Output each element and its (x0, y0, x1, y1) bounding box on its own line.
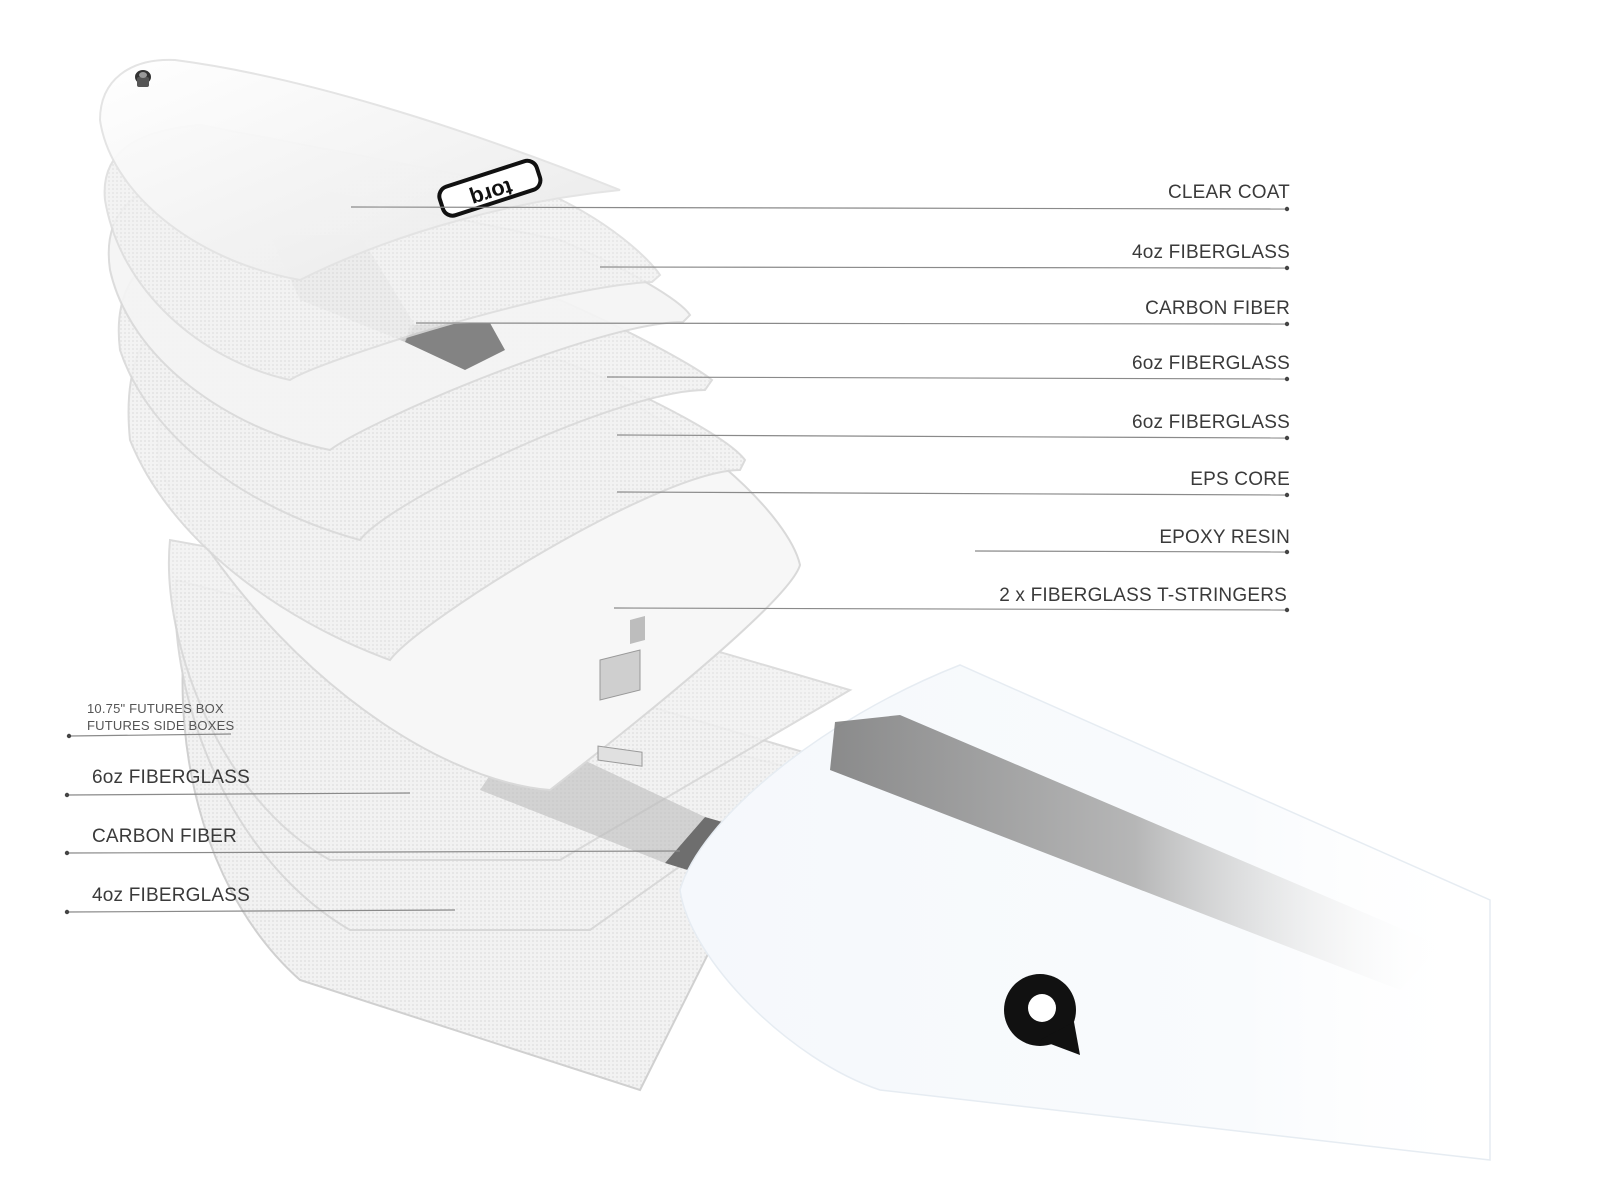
left-leader-dots (64, 733, 72, 915)
torq-q-logo (1004, 974, 1080, 1055)
finished-board-bottom (679, 664, 1491, 1161)
label-6oz-fiberglass-top-1: 6oz FIBERGLASS (1131, 353, 1290, 374)
leash-plug-icon (135, 70, 151, 87)
label-4oz-fiberglass-bottom: 4oz FIBERGLASS (92, 885, 251, 906)
label-carbon-fiber-top: CARBON FIBER (1145, 298, 1290, 319)
left-leader-lines (66, 733, 681, 913)
label-6oz-fiberglass-top-2: 6oz FIBERGLASS (1131, 412, 1290, 433)
carbon-strip-dark (405, 323, 505, 370)
label-carbon-fiber-bottom: CARBON FIBER (92, 826, 237, 847)
t-stringers (597, 616, 645, 767)
label-futures-side-boxes: FUTURES SIDE BOXES (87, 718, 235, 733)
label-futures-box: 10.75" FUTURES BOX FUTURES SIDE BOXES (87, 700, 234, 734)
label-futures-box-line1: 10.75" FUTURES BOX (87, 701, 224, 716)
label-clear-coat: CLEAR COAT (1167, 182, 1290, 203)
torq-wordmark-logo: torq (437, 158, 543, 218)
label-4oz-fiberglass-top: 4oz FIBERGLASS (1131, 242, 1290, 263)
label-6oz-fiberglass-bottom: 6oz FIBERGLASS (92, 767, 251, 788)
right-leader-lines (350, 206, 1287, 611)
label-epoxy-resin: EPOXY RESIN (1159, 527, 1290, 548)
label-t-stringers: 2 x FIBERGLASS T-STRINGERS (999, 585, 1287, 606)
clear-coat-shell (98, 58, 621, 282)
right-leader-dots (1284, 206, 1290, 613)
bottom-stringer-stripe (830, 715, 1440, 990)
label-eps-core: EPS CORE (1190, 469, 1290, 490)
